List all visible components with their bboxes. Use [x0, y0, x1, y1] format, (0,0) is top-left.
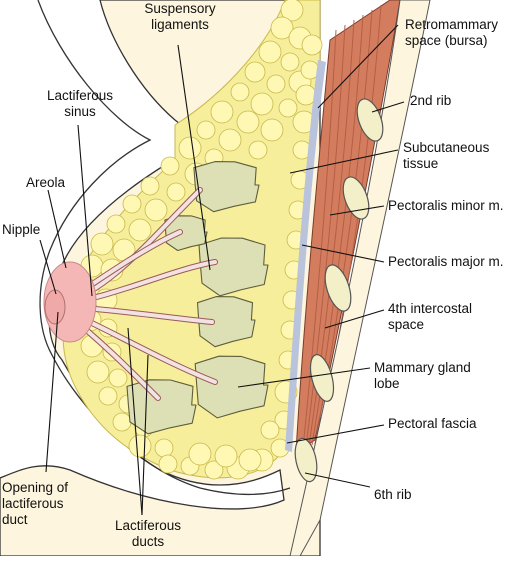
fat-nodule [144, 198, 168, 222]
fat-nodule [106, 214, 126, 234]
fat-nodule [280, 0, 304, 22]
fat-nodule [140, 176, 160, 196]
fat-nodule [154, 438, 174, 458]
fat-nodule [301, 34, 323, 56]
label-nipple: Nipple [2, 222, 41, 237]
fat-nodule [238, 448, 262, 472]
fat-nodule [266, 74, 286, 94]
chest-wall [289, 0, 431, 557]
fat-nodule [230, 82, 250, 102]
leader-opening-duct [45, 311, 59, 473]
leader-sinus [77, 124, 93, 297]
rib [294, 437, 318, 483]
leader-areola [47, 189, 67, 269]
fat-nodule [270, 16, 294, 40]
fat-nodule [204, 460, 224, 480]
fat-nodule [178, 136, 202, 160]
label-pectoralis-major: Pectoralis major m. [388, 254, 504, 269]
fat-nodule [244, 61, 266, 83]
rib [342, 176, 370, 220]
fat-nodule [248, 140, 268, 160]
leader-pectoral-fascia [286, 424, 385, 444]
fat-nodule [218, 128, 242, 152]
label-pectoralis-minor: Pectoralis minor m. [388, 198, 504, 213]
fat-nodule [128, 218, 152, 242]
nipple-shape [44, 289, 66, 325]
mammary-gland-lobes [126, 161, 269, 435]
gland-lobe [126, 379, 197, 435]
fat-nodule [250, 92, 274, 116]
fat-nodule [260, 118, 284, 142]
rib [324, 264, 352, 312]
leader-ducts-b [141, 354, 149, 516]
fat-nodule [112, 412, 132, 432]
leader-ducts-a [127, 327, 143, 516]
leader-2nd-rib [371, 101, 405, 113]
fat-nodule [128, 434, 152, 458]
fat-nodule [122, 194, 142, 214]
fat-nodule [108, 368, 128, 388]
fat-nodule [258, 40, 282, 64]
gland-lobe [198, 237, 269, 297]
leader-lines [39, 24, 405, 516]
fat-nodule [210, 100, 234, 124]
outer-skin-line [37, 0, 291, 496]
fat-nodule [86, 360, 110, 384]
fat-nodule [160, 156, 180, 176]
label-areola: Areola [26, 175, 66, 190]
leader-retromammary [317, 24, 399, 109]
fat-nodule [280, 52, 300, 72]
fat-nodule [158, 454, 178, 474]
fat-nodule [196, 120, 216, 140]
rib [356, 98, 384, 142]
leader-suspensory [177, 44, 211, 271]
label-pectoral-fascia: Pectoral fascia [388, 416, 477, 431]
label-6th-rib: 6th rib [374, 487, 412, 502]
muscle-fiber [302, 29, 337, 449]
fat-nodule [90, 232, 114, 256]
fat-nodule [236, 110, 260, 134]
leader-nipple [39, 239, 57, 295]
gland-lobe [193, 161, 260, 213]
leader-pec-minor [329, 205, 385, 216]
fat-nodule [260, 420, 280, 440]
leader-subcutaneous [289, 149, 399, 174]
fat-nodule [166, 182, 186, 202]
muscle-fiber [305, 24, 346, 448]
fat-nodule [278, 98, 298, 118]
retromammary-space [285, 60, 326, 452]
fat-nodule [98, 386, 118, 406]
rib [309, 354, 335, 402]
fat-nodule [188, 442, 212, 466]
leader-pec-major [301, 244, 385, 263]
ribs [294, 98, 384, 483]
leader-6th-rib [304, 472, 371, 488]
fat-nodule [214, 444, 238, 468]
gland-lobe [196, 296, 256, 348]
label-2nd-rib: 2nd rib [410, 93, 452, 108]
leader-intercostal [324, 309, 385, 329]
leader-mammary-lobe [237, 367, 371, 388]
